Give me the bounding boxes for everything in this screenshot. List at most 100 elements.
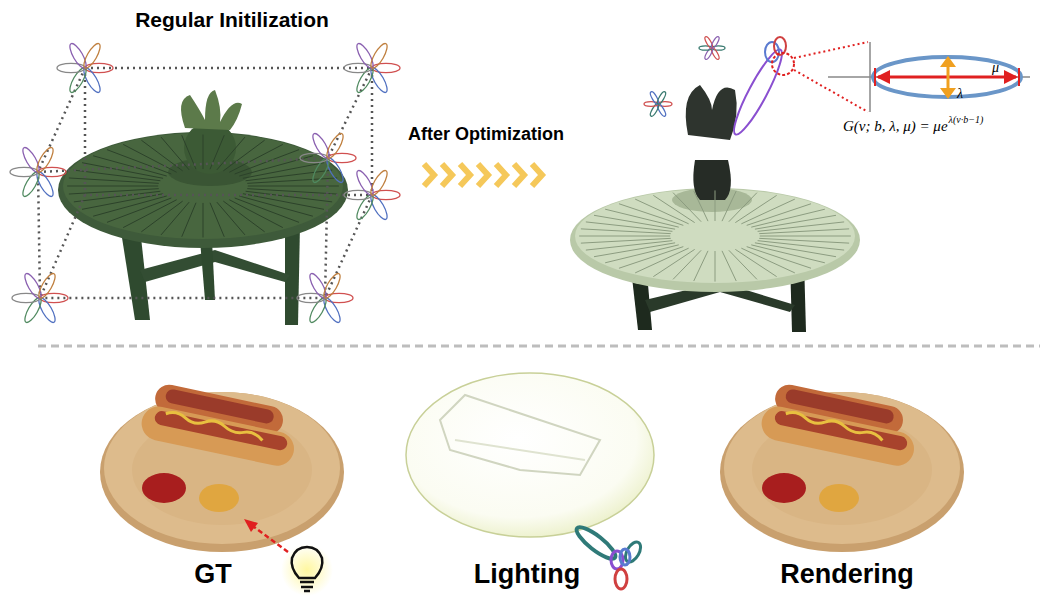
- plates: [100, 373, 964, 552]
- vase: [693, 160, 731, 200]
- slat-line: [229, 200, 282, 228]
- sg-petal: [344, 190, 372, 199]
- slat-line: [247, 178, 337, 183]
- table-slats: [67, 135, 339, 238]
- chevron: [478, 164, 488, 186]
- slat-line: [694, 191, 708, 221]
- lit-plate: [406, 373, 654, 537]
- chevron-arrow: [424, 164, 542, 186]
- sg-petal: [710, 36, 720, 49]
- sg-petal: [20, 170, 42, 199]
- lobe: [622, 539, 643, 564]
- slat-line: [605, 245, 679, 263]
- cube-edges: [38, 68, 372, 298]
- sg-lobes: [10, 41, 400, 324]
- panel-label: GT: [194, 560, 232, 590]
- table-slats: [579, 190, 851, 281]
- section-heading: Regular Initilization: [135, 8, 329, 31]
- sg-petal: [307, 271, 329, 300]
- sg-petal: [22, 296, 44, 325]
- table-top-face: [63, 133, 343, 239]
- sg-petal: [20, 145, 42, 174]
- sg-petal: [10, 167, 38, 176]
- slat-line: [67, 186, 158, 187]
- sg-petal: [372, 190, 400, 199]
- sausage: [154, 410, 289, 452]
- lobe-zoom: [772, 42, 1030, 112]
- slat-line: [735, 195, 776, 222]
- separator: [38, 345, 1040, 348]
- slat-line: [741, 248, 794, 273]
- axis-line: [828, 76, 1030, 78]
- bulb-glass: [292, 547, 323, 578]
- slat-line: [248, 186, 339, 187]
- chevron: [532, 164, 542, 186]
- slat-line: [722, 251, 736, 281]
- slat-line: [755, 243, 836, 257]
- slat-line: [93, 196, 167, 216]
- sg-petal: [310, 156, 332, 185]
- cube-back: [85, 68, 372, 195]
- slat-line: [760, 236, 851, 237]
- plant-leaves: [686, 85, 737, 140]
- sg-petal: [354, 66, 376, 95]
- table-top-face: [575, 189, 855, 283]
- slat-line: [653, 249, 694, 276]
- slat-line: [203, 135, 204, 169]
- table-leg: [200, 240, 215, 300]
- slat-line: [223, 140, 264, 171]
- sg-petal: [321, 271, 343, 300]
- chevron: [424, 164, 434, 186]
- arrow-heads: [940, 56, 956, 99]
- slat-line: [635, 199, 688, 224]
- ketchup: [762, 473, 806, 503]
- hotdog: [138, 403, 297, 468]
- slat-line: [69, 189, 159, 194]
- sg-petal: [344, 63, 372, 72]
- dark-table: [58, 90, 348, 325]
- sg-petal: [22, 271, 44, 300]
- table-top: [570, 188, 860, 292]
- sg-petal: [81, 41, 103, 70]
- panel-label: Lighting: [474, 560, 580, 590]
- plant-leaves: [181, 90, 242, 130]
- slat-line: [715, 251, 716, 282]
- sg-petal: [368, 168, 390, 197]
- sg-petal: [328, 153, 356, 162]
- sg-petal: [354, 41, 376, 70]
- sg-petal: [354, 168, 376, 197]
- bulb-base: [300, 582, 314, 591]
- formula-text: G(v; b, λ, μ) = μe: [843, 118, 948, 135]
- arrow-cap: [874, 68, 876, 86]
- formula-text: λ(v·b−1): [949, 114, 984, 125]
- hotdog: [758, 403, 917, 468]
- sg-petal: [38, 167, 66, 176]
- sg-petal: [12, 293, 40, 302]
- lobe: [615, 569, 627, 589]
- sg-petal: [36, 271, 58, 300]
- slat-line: [141, 201, 182, 232]
- sg-lobes: [644, 36, 788, 139]
- chevron: [442, 164, 452, 186]
- sg-petal: [324, 131, 346, 160]
- ketchup: [142, 473, 186, 503]
- table-top: [58, 132, 348, 248]
- sg-petal: [67, 41, 89, 70]
- init-cube: [38, 68, 372, 298]
- arrow-head: [244, 519, 258, 532]
- slat-line: [123, 144, 176, 172]
- slat-line: [751, 209, 825, 227]
- section-heading: After Optimization: [408, 125, 564, 145]
- sg-petal: [300, 153, 328, 162]
- lit-hotdog: [440, 395, 600, 475]
- sg-petal: [354, 193, 376, 222]
- chevron: [514, 164, 524, 186]
- lighting-lobes: [573, 523, 644, 589]
- chevron: [496, 164, 506, 186]
- sg-lobe: [765, 42, 779, 62]
- chevron: [460, 164, 470, 186]
- cube-front: [38, 158, 328, 298]
- optimized-table: [570, 85, 860, 332]
- formula-text: λ: [957, 86, 963, 101]
